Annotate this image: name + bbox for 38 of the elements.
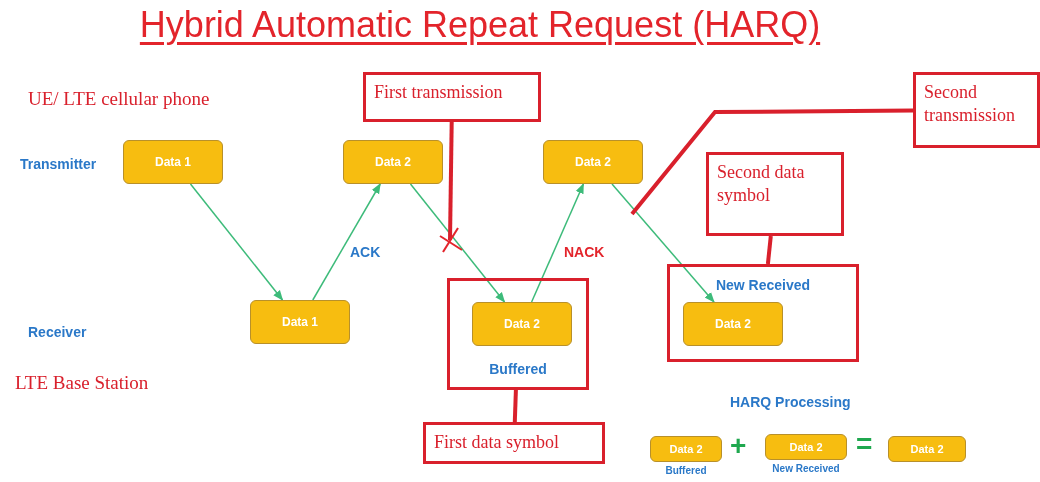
connector-line — [765, 235, 773, 265]
label-text: Receiver — [28, 324, 87, 340]
label-text: LTE Base Station — [15, 372, 149, 394]
edge-label: NACK — [562, 244, 607, 260]
operator-sign: + — [730, 430, 747, 462]
title: Hybrid Automatic Repeat Request (HARQ) — [138, 4, 822, 46]
caption-text: Buffered — [664, 465, 708, 476]
label-text: Transmitter — [20, 156, 97, 172]
label-text: UE/ LTE cellular phone — [28, 88, 210, 110]
status-text: New Received — [714, 277, 812, 293]
status-text: Buffered — [488, 361, 548, 377]
data-block: Data 2 — [343, 140, 443, 184]
callout-box: First data symbol — [423, 422, 605, 464]
arrow — [189, 183, 284, 301]
arrow — [530, 183, 585, 303]
data-block: Data 2 — [650, 436, 722, 462]
leader-line — [448, 121, 454, 241]
callout-box: Second transmission — [913, 72, 1040, 148]
leader-line — [630, 108, 913, 216]
highlight-frame — [667, 264, 859, 362]
data-block: Data 2 — [888, 436, 966, 462]
edge-label: ACK — [348, 244, 383, 260]
highlight-frame — [447, 278, 589, 390]
caption-text: New Received — [771, 463, 841, 474]
data-block: Data 2 — [543, 140, 643, 184]
data-block: Data 2 — [765, 434, 847, 460]
operator-sign: = — [856, 428, 873, 460]
data-block: Data 2 — [683, 302, 783, 346]
connector-line — [512, 389, 518, 423]
arrow — [312, 183, 381, 301]
arrow — [409, 183, 506, 303]
callout-box: First transmission — [363, 72, 541, 122]
data-block: Data 1 — [123, 140, 223, 184]
callout-box: Second data symbol — [706, 152, 844, 236]
arrow — [611, 183, 715, 303]
data-block: Data 1 — [250, 300, 350, 344]
data-block: Data 2 — [472, 302, 572, 346]
label-text: HARQ Processing — [730, 394, 851, 410]
